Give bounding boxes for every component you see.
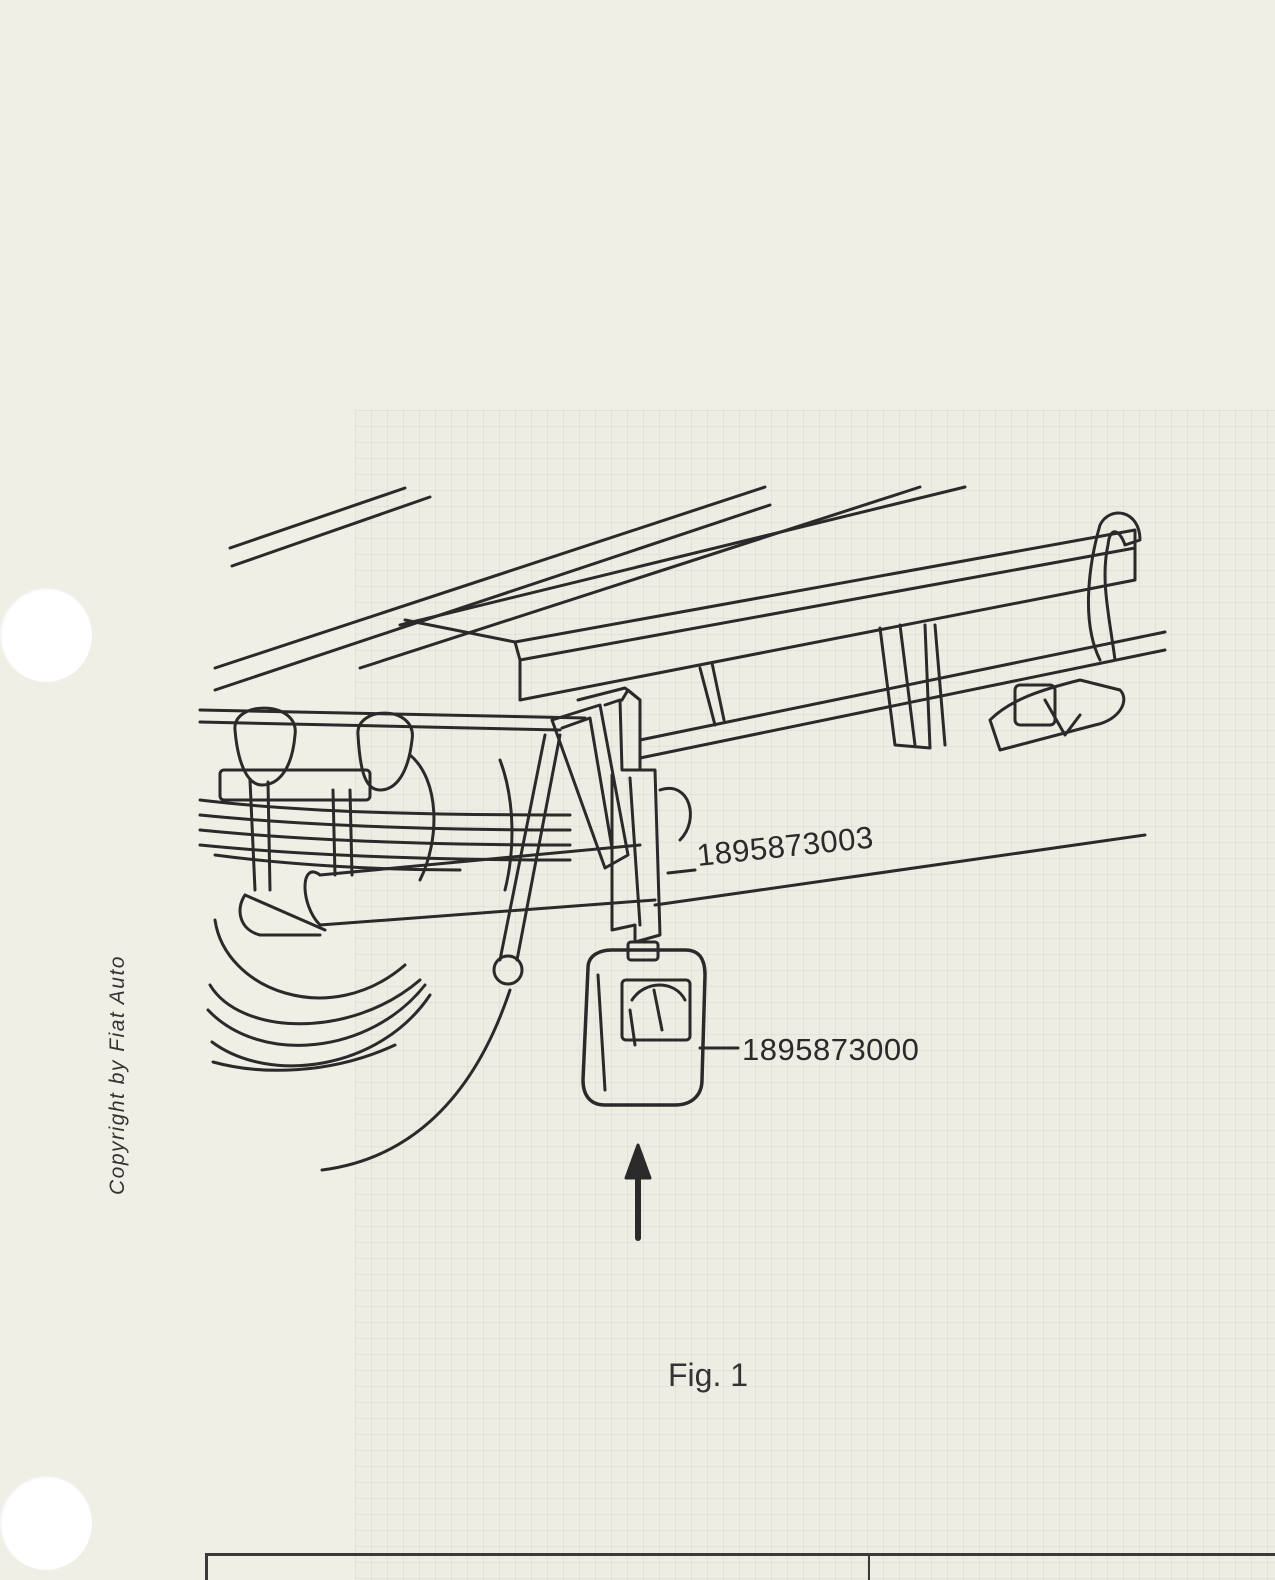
strut-rod xyxy=(492,733,562,986)
axle-tube xyxy=(238,843,657,937)
wheel-arcs xyxy=(206,753,514,1172)
gauge-tool-label: 1895873000 xyxy=(742,1032,920,1067)
punch-hole-bottom xyxy=(0,1476,92,1570)
gauge-tool xyxy=(581,940,707,1107)
bracket-tool xyxy=(550,686,692,944)
figure-caption: Fig. 1 xyxy=(668,1357,749,1393)
arrow-up-icon xyxy=(624,1143,652,1241)
punch-hole-top xyxy=(0,588,92,682)
table-top-border xyxy=(205,1553,1275,1580)
spring-hanger xyxy=(878,623,947,750)
brake-hose xyxy=(988,511,1142,752)
chassis-rail xyxy=(403,528,1137,727)
leader-003 xyxy=(666,868,697,875)
floor-pan-lines xyxy=(213,485,967,692)
table-column-divider xyxy=(868,1553,870,1580)
